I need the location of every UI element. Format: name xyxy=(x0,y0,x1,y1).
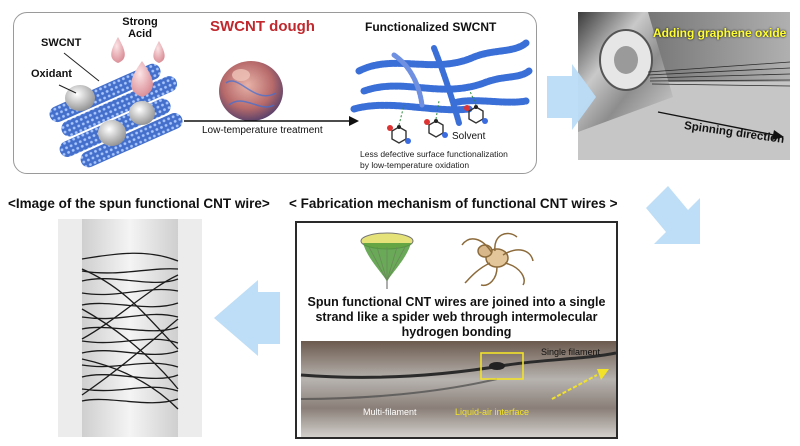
fabrication-mechanism-header: < Fabrication mechanism of functional CN… xyxy=(289,196,618,211)
yellow-direction-arrow xyxy=(551,374,598,400)
swcnt-dough-title: SWCNT dough xyxy=(210,18,315,35)
oxidant-blob xyxy=(129,101,155,125)
spun-fibers xyxy=(647,61,790,87)
swcnt-bundle-illustration xyxy=(49,37,533,168)
oxidant-label: Oxidant xyxy=(31,68,72,80)
strong-acid-label-line1: Strong xyxy=(122,16,158,28)
mechanism-text-line2: strand like a spider web through intermo… xyxy=(315,310,598,324)
swcnt-pointer-line xyxy=(63,52,100,82)
spun-wire-image-header: <Image of the spun functional CNT wire> xyxy=(8,196,270,211)
spinning-direction-arrow xyxy=(657,111,775,136)
functionalization-caption-line2: by low-temperature oxidation xyxy=(360,160,470,170)
single-filament-label: Single filament xyxy=(541,347,601,357)
filament-microscope-photo xyxy=(301,341,616,437)
functionalization-caption-line1: Less defective surface functionalization xyxy=(360,149,508,159)
process-label: Low-temperature treatment xyxy=(202,125,323,136)
multi-filament-label: Multi-filament xyxy=(363,407,417,417)
arrow-to-spool xyxy=(214,280,280,356)
bundled-filament-sketch-icon xyxy=(360,232,414,289)
oxidant-blob xyxy=(98,120,126,146)
interface-highlight-box xyxy=(480,352,524,380)
mechanism-text-line1: Spun functional CNT wires are joined int… xyxy=(307,295,606,309)
solvent-label: Solvent xyxy=(452,131,486,142)
arrow-to-mechanism xyxy=(646,186,700,244)
functionalized-swcnt-title: Functionalized SWCNT xyxy=(365,20,497,34)
oxidant-pointer-line xyxy=(58,84,77,94)
wire-windings xyxy=(81,252,179,410)
graphene-oxide-spinning-photo: Adding graphene oxide Spinning direction xyxy=(578,12,790,160)
strong-acid-label-line2: Acid xyxy=(128,28,152,40)
acid-droplet xyxy=(131,61,153,97)
spun-cnt-wire-spool-photo xyxy=(58,219,202,437)
mechanism-text-line3: hydrogen bonding xyxy=(401,325,512,339)
acid-droplet xyxy=(111,37,125,63)
acid-droplet xyxy=(153,41,165,63)
swcnt-functionalization-panel: SWCNT Oxidant Strong Acid SWCNT dough Fu… xyxy=(13,12,537,174)
process-arrowhead xyxy=(349,116,359,126)
arrow-to-spinning xyxy=(547,64,596,130)
liquid-air-interface-label: Liquid-air interface xyxy=(455,407,530,417)
solvent-molecules xyxy=(387,88,488,144)
swcnt-dough-illustration xyxy=(219,61,283,121)
fabrication-mechanism-panel: Spun functional CNT wires are joined int… xyxy=(295,221,618,439)
swcnt-label: SWCNT xyxy=(41,37,82,49)
spider-icon xyxy=(461,232,534,287)
adding-graphene-oxide-label: Adding graphene oxide xyxy=(653,26,787,40)
functionalized-swcnt-illustration xyxy=(350,39,533,126)
